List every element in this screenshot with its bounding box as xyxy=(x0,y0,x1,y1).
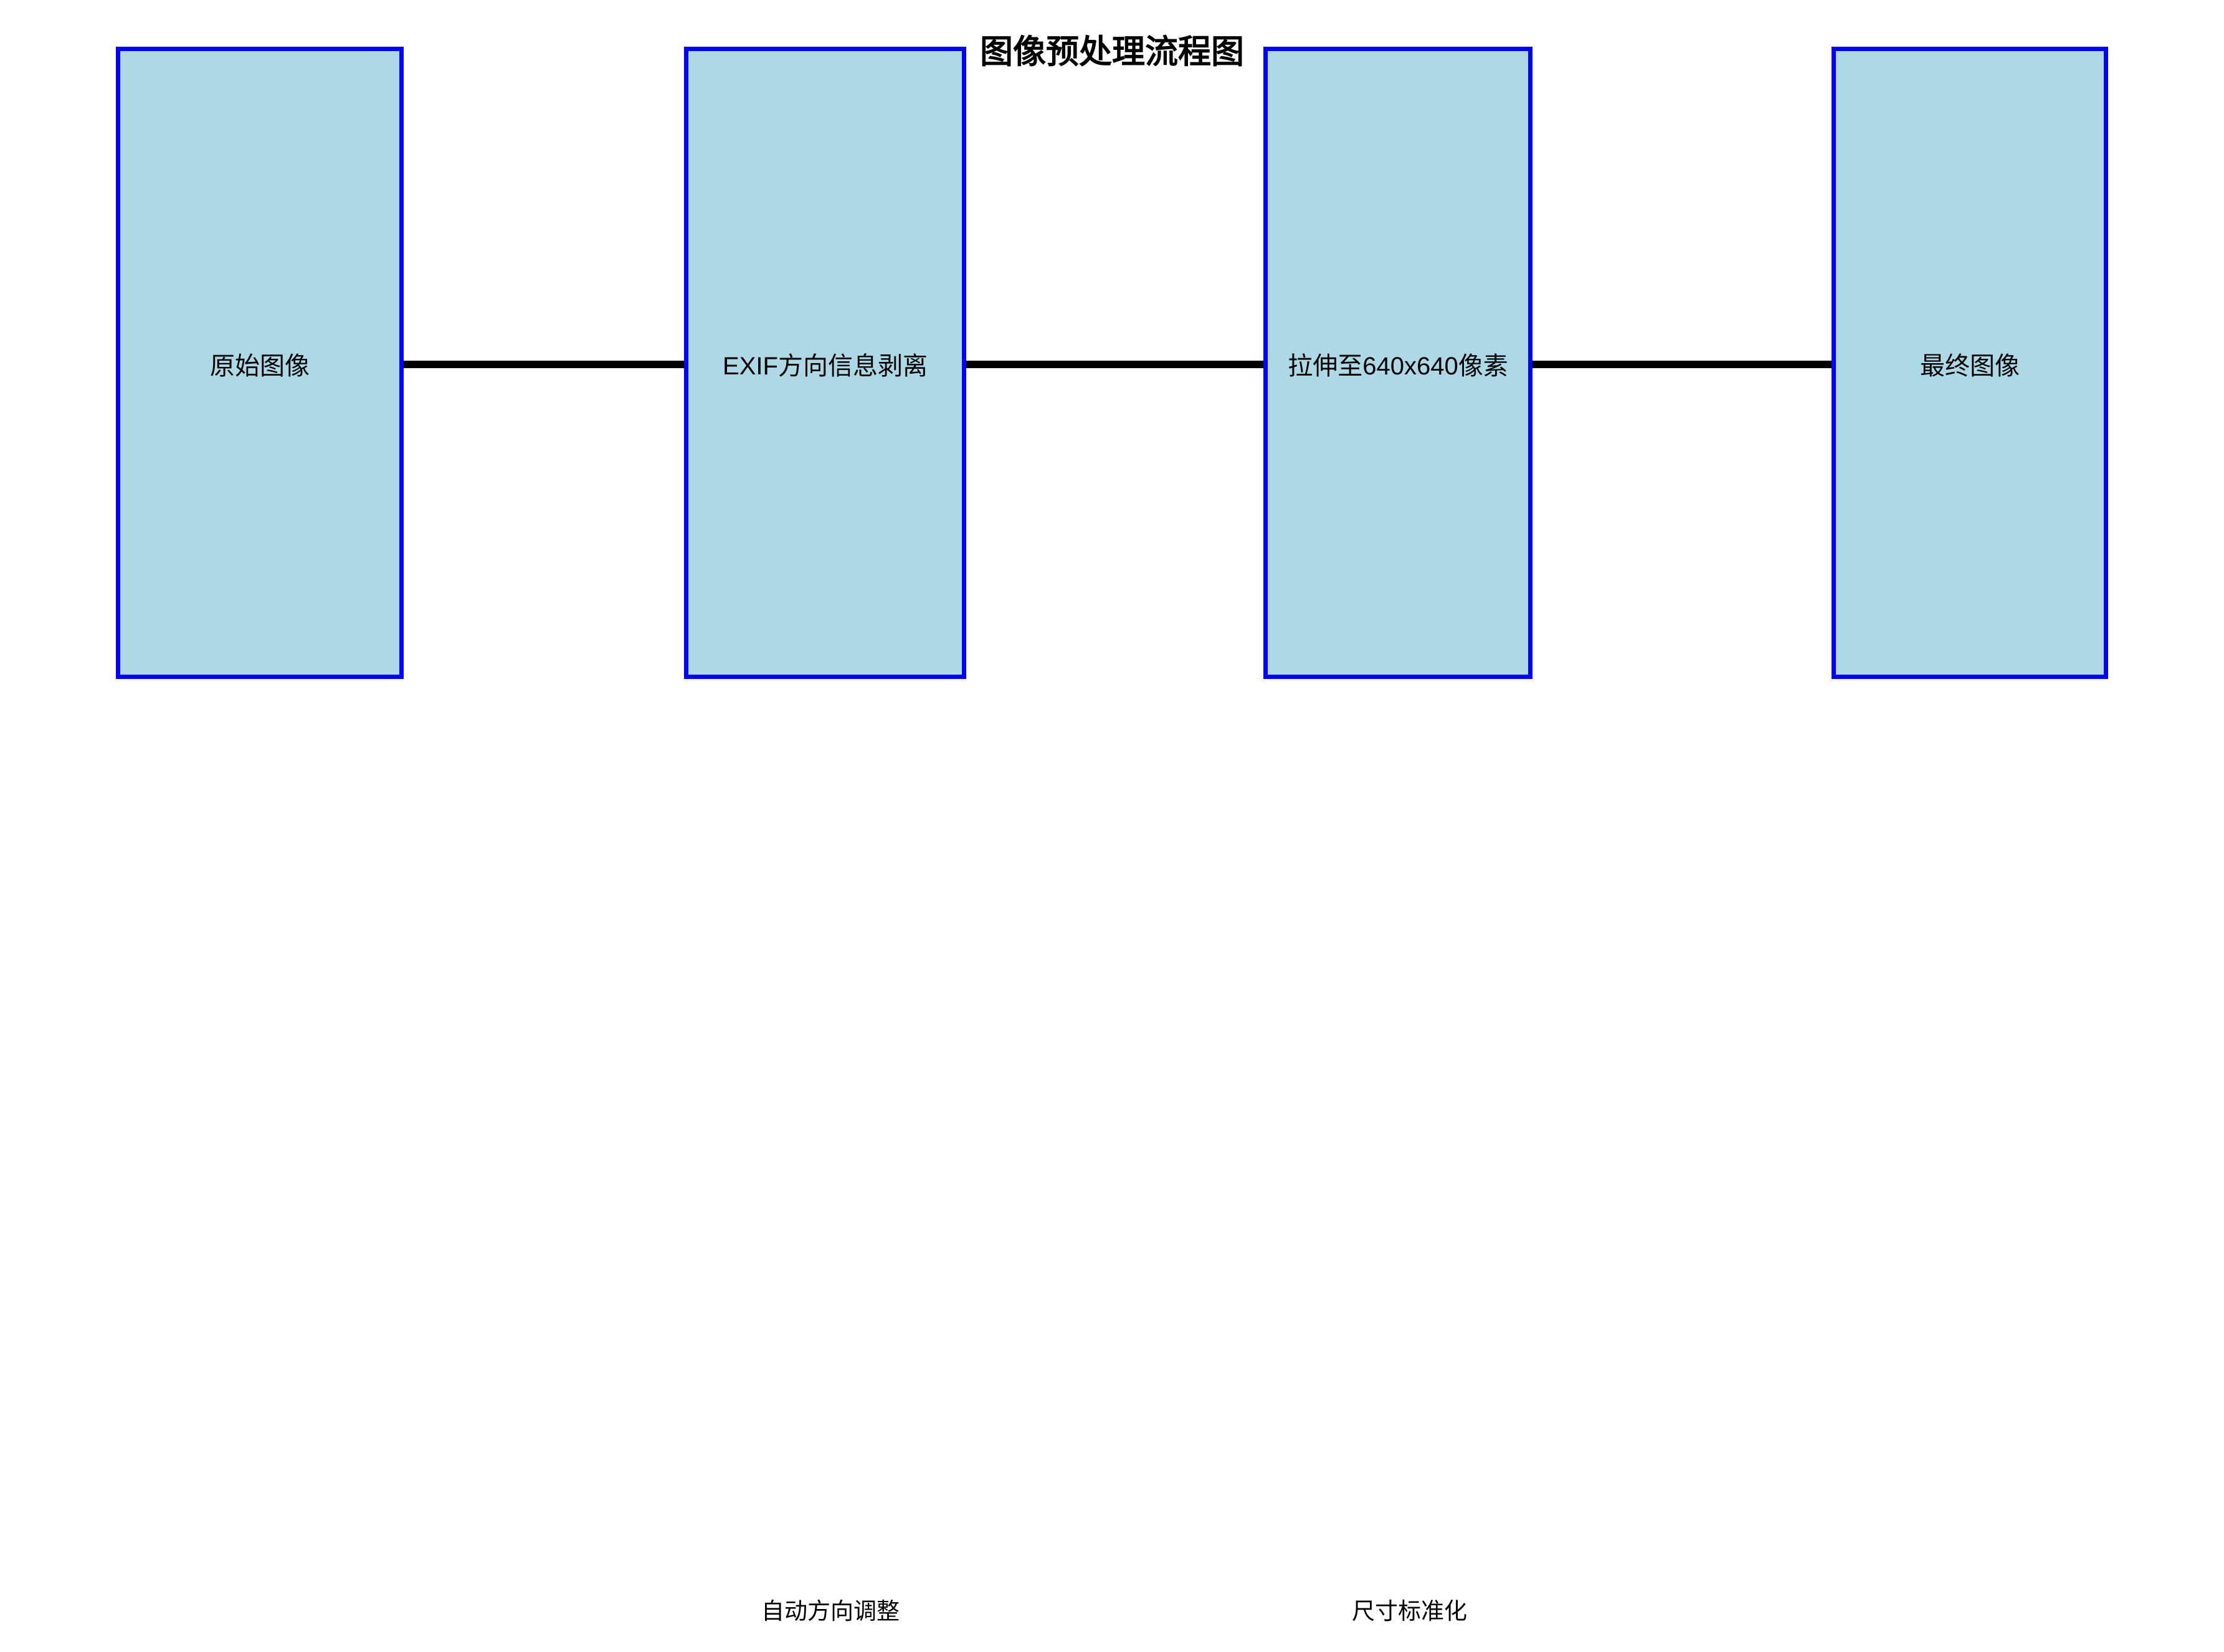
node-resize-640[interactable]: 拉伸至640x640像素 xyxy=(1263,47,1533,679)
edge-caption-size-standardization: 尺寸标准化 xyxy=(1352,1598,1467,1624)
edge-caption-auto-orientation: 自动方向调整 xyxy=(761,1598,900,1624)
node-label-exif-orientation-strip: EXIF方向信息剥离 xyxy=(723,353,928,380)
node-label-resize-640: 拉伸至640x640像素 xyxy=(1288,353,1508,380)
node-label-final-image: 最终图像 xyxy=(1920,353,2020,380)
node-final-image[interactable]: 最终图像 xyxy=(1832,47,2108,679)
connector-exif-to-resize xyxy=(963,361,1266,368)
node-original-image[interactable]: 原始图像 xyxy=(116,47,404,679)
connector-resize-to-final xyxy=(1529,361,1835,368)
connector-original-to-exif xyxy=(401,361,688,368)
page-title: 图像预处理流程图 xyxy=(980,34,1244,70)
node-exif-orientation-strip[interactable]: EXIF方向信息剥离 xyxy=(684,47,966,679)
node-label-original-image: 原始图像 xyxy=(210,353,310,380)
